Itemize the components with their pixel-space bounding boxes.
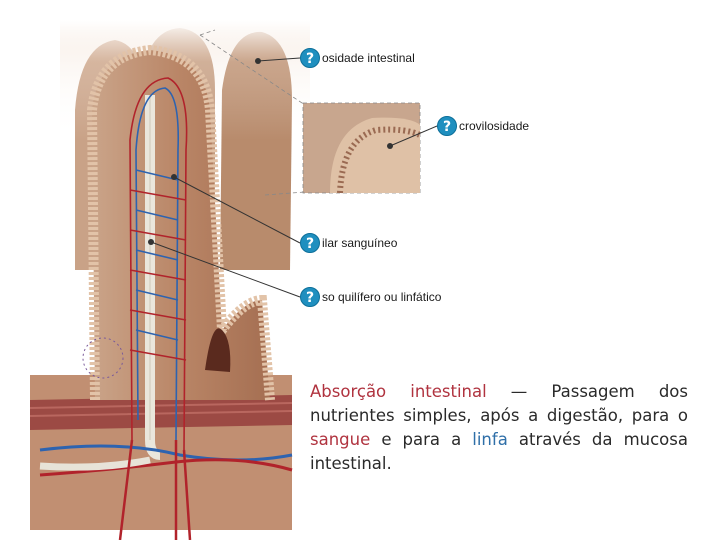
caption-dash: — xyxy=(486,382,552,401)
label-lacteal: ? so quilífero ou linfático xyxy=(300,286,441,308)
caption-part2: e para a xyxy=(370,430,473,449)
label-microvillus: ? crovilosidade xyxy=(437,115,529,137)
label-capillary-text: ilar sanguíneo xyxy=(322,236,398,250)
caption-text: Absorção intestinal — Passagem dos nutri… xyxy=(310,380,688,476)
question-mark-icon[interactable]: ? xyxy=(300,287,320,307)
inset-epithelium xyxy=(330,117,420,193)
label-lacteal-text: so quilífero ou linfático xyxy=(322,290,442,304)
lymphoid-follicle xyxy=(82,337,124,379)
caption-part1: Passagem dos nutrientes simples, após a … xyxy=(310,382,688,425)
label-villus: ? osidade intestinal xyxy=(300,47,415,69)
caption-blood: sangue xyxy=(310,430,371,449)
question-mark-icon[interactable]: ? xyxy=(300,48,320,68)
question-mark-icon[interactable]: ? xyxy=(437,116,457,136)
question-mark-icon[interactable]: ? xyxy=(300,233,320,253)
caption-lymph: linfa xyxy=(472,430,508,449)
label-capillary: ? ilar sanguíneo xyxy=(300,232,397,254)
intestinal-crypt xyxy=(205,328,231,372)
epithelium-layer xyxy=(86,44,275,401)
leader-lines xyxy=(150,57,438,298)
caption-part3: através da mucosa intestinal. xyxy=(310,430,688,473)
caption-term: Absorção intestinal xyxy=(310,382,487,401)
label-microvillus-text: crovilosidade xyxy=(459,119,530,133)
blood-capillaries xyxy=(39,77,293,540)
label-villus-text: osidade intestinal xyxy=(322,51,415,65)
